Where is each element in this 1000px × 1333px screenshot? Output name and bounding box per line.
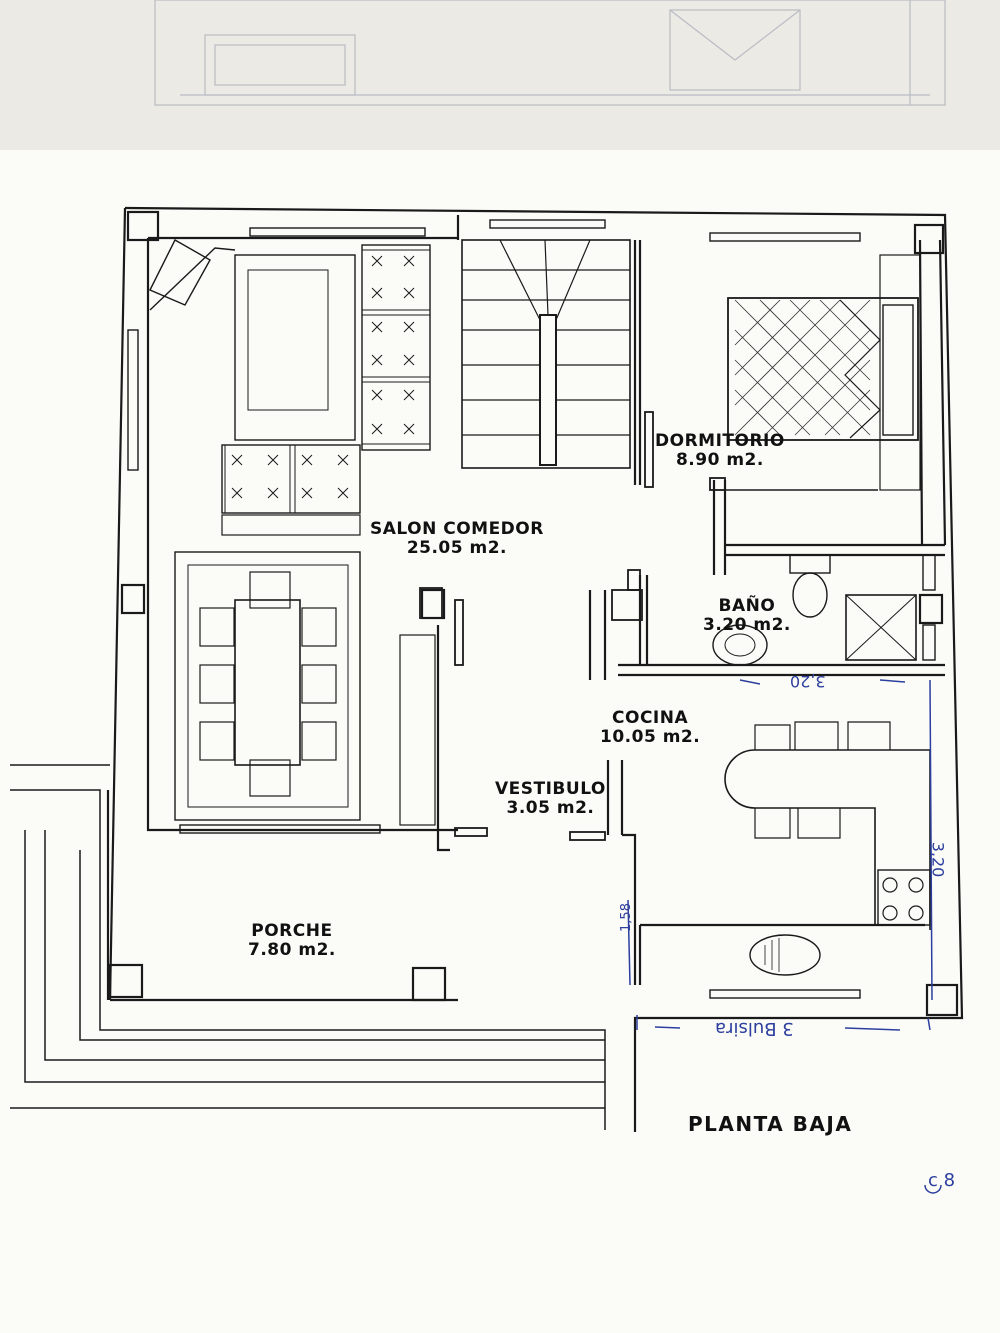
pen-marks [627,679,942,1194]
window [709,232,861,242]
room-area: 3.05 m2. [506,798,595,818]
dining-rug [174,551,361,821]
room-porche: PORCHE 7.80 m2. [248,922,336,960]
interior-wall-east [918,239,947,546]
room-area: 7.80 m2. [248,940,336,960]
room-area: 10.05 m2. [600,727,701,747]
room-name: SALON COMEDOR [370,519,544,539]
window [489,219,606,229]
window [179,824,381,834]
page-mark: c 8 [928,1170,956,1191]
window [922,554,936,591]
room-area: 8.90 m2. [675,450,764,470]
staircase [461,239,631,469]
room-salon-comedor: SALON COMEDOR 25.05 m2. [370,520,544,558]
dim-right: 3,20 [928,841,948,878]
window [709,989,861,999]
chairs [199,571,337,797]
column [120,583,146,615]
room-name: DORMITORIO [655,431,785,451]
room-cocina: COCINA 10.05 m2. [600,709,700,747]
corner-column [411,966,447,1002]
hob [877,869,931,926]
room-area: 3.20 m2. [703,615,791,635]
room-name: COCINA [612,708,689,728]
corner-column [126,210,160,242]
dim-top: 3,20 [790,672,826,691]
cushion-marks [231,255,415,499]
toilet-tank [789,554,831,574]
window [127,329,139,471]
pillow [882,304,914,436]
plan-sheet [0,150,1000,1333]
shower-tray [845,594,917,661]
room-name: PORCHE [251,921,333,941]
room-name: BAÑO [718,596,776,616]
plan-title: PLANTA BAJA [688,1112,853,1136]
exterior-wall [124,206,964,1132]
rug [234,254,356,441]
corner-column [925,983,959,1017]
sofa [221,444,361,514]
dining-table [234,599,301,766]
column [918,593,944,625]
kitchen-sink [749,934,821,976]
corner-column [108,963,144,999]
toilet [792,572,828,618]
window [249,227,426,237]
room-vestibulo: VESTIBULO 3.05 m2. [495,780,606,818]
counter [755,749,931,930]
sofa [361,244,431,451]
column [420,588,446,620]
dim-bottom: 3 Bulsira [715,1018,794,1039]
room-name: VESTIBULO [495,779,606,799]
window [922,624,936,661]
dim-left: 1,58 [618,903,634,932]
bed [727,297,919,441]
sideboard [399,634,436,826]
washbasin [712,624,768,666]
tv-unit [149,239,211,306]
underlying-sheet [0,0,1000,165]
faint-drawing [154,0,946,106]
corner-column [913,223,945,255]
exterior-wall-inner [146,215,460,832]
stair-rail [539,314,557,466]
west-wall [108,207,458,1002]
room-area: 25.05 m2. [406,538,508,558]
room-dormitorio: DORMITORIO 8.90 m2. [655,432,785,470]
room-bano: BAÑO 3.20 m2. [703,597,791,635]
